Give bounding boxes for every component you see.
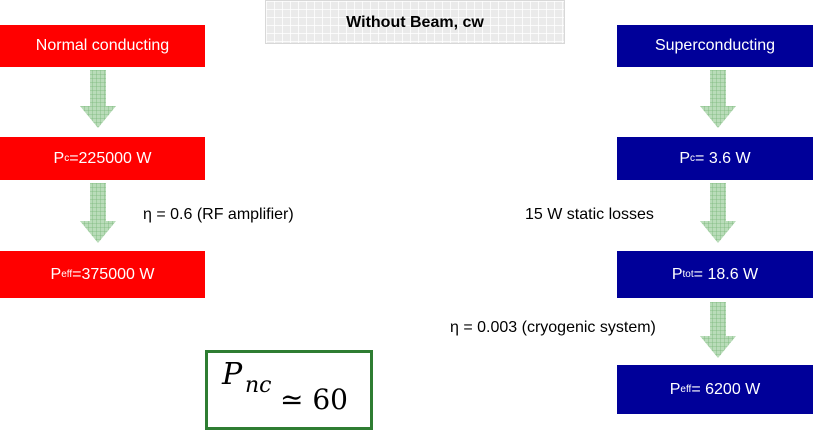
peff-super-symbol: P bbox=[669, 380, 681, 398]
peff-super-value: = 6200 W bbox=[691, 380, 761, 398]
arrow-down-icon bbox=[80, 183, 116, 243]
static-losses-label: 15 W static losses bbox=[525, 206, 654, 223]
pc-super-symbol: P bbox=[679, 149, 691, 167]
arrow-down-icon bbox=[80, 70, 116, 128]
ratio-formula-box: P nc ≃ 60 bbox=[205, 350, 373, 430]
pc-super-value: = 3.6 W bbox=[695, 149, 751, 167]
arrow-down-icon bbox=[700, 183, 736, 243]
formula-symbol: P bbox=[222, 357, 243, 392]
ptot-super-symbol: P bbox=[671, 265, 683, 283]
superconducting-header: Superconducting bbox=[617, 25, 813, 67]
pc-normal-symbol: P bbox=[53, 149, 65, 167]
superconducting-label: Superconducting bbox=[654, 37, 776, 54]
diagram-title: Without Beam, cw bbox=[265, 0, 565, 44]
rf-amplifier-efficiency-label: η = 0.6 (RF amplifier) bbox=[143, 206, 294, 223]
formula-relation: ≃ 60 bbox=[280, 383, 348, 416]
arrow-down-icon bbox=[700, 70, 736, 128]
arrow-down-icon bbox=[700, 302, 736, 358]
cryogenic-efficiency-label: η = 0.003 (cryogenic system) bbox=[450, 319, 656, 336]
ptot-super-value: = 18.6 W bbox=[693, 265, 759, 283]
formula-subscript: nc bbox=[245, 373, 272, 398]
pc-normal-value: =225000 W bbox=[69, 149, 152, 167]
peff-normal-value: =375000 W bbox=[72, 265, 155, 283]
normal-conducting-label: Normal conducting bbox=[35, 37, 170, 54]
peff-normal-symbol: P bbox=[50, 265, 62, 283]
normal-conducting-header: Normal conducting bbox=[0, 25, 205, 67]
